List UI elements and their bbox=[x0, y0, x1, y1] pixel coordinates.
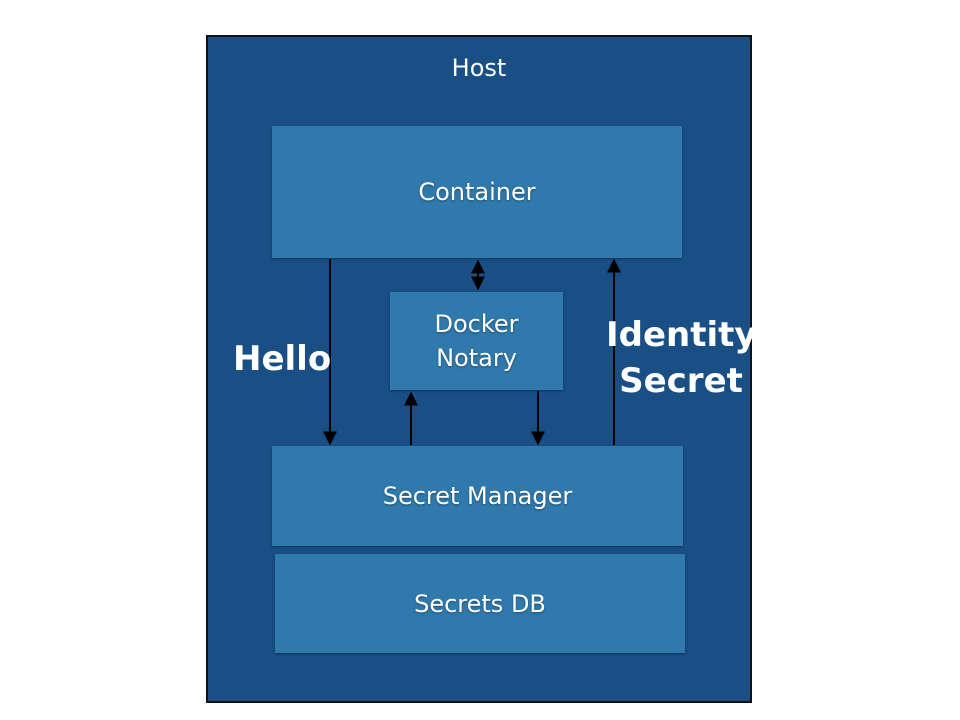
identity-label: Identity bbox=[606, 315, 757, 355]
hello-label: Hello bbox=[233, 339, 332, 379]
container-label: Container bbox=[418, 178, 536, 206]
secret-manager-box: Secret Manager bbox=[272, 446, 683, 546]
secret-label: Secret bbox=[619, 361, 743, 401]
secrets-db-label: Secrets DB bbox=[414, 589, 546, 618]
identity-secret-label: Identity Secret bbox=[606, 312, 757, 404]
secret-manager-label: Secret Manager bbox=[382, 482, 573, 510]
docker-notary-label-line2: Notary bbox=[436, 344, 517, 372]
docker-notary-label-line1: Docker bbox=[434, 310, 519, 338]
docker-notary-box: Docker Notary bbox=[390, 292, 563, 390]
host-title: Host bbox=[451, 54, 507, 82]
secrets-db-box: Secrets DB bbox=[275, 554, 685, 653]
container-box: Container bbox=[272, 126, 682, 258]
